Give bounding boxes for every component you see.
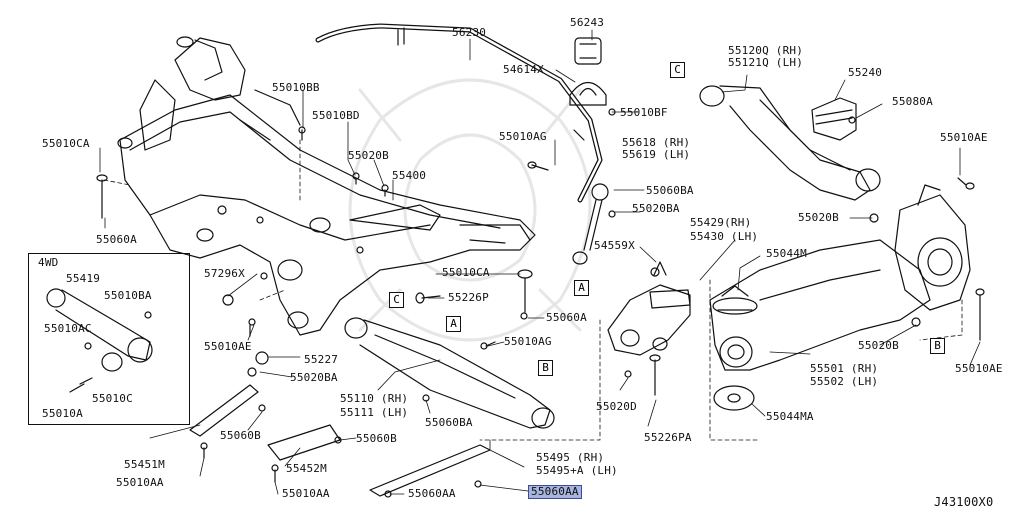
- part-label: 54614X: [503, 63, 544, 76]
- stabilizer-link: [572, 183, 609, 265]
- lower-arm: [344, 317, 555, 429]
- part-label: 55044M: [766, 247, 807, 260]
- part-label: 55451M: [124, 458, 165, 471]
- part-label: 55010CA: [42, 137, 90, 150]
- part-label: 55020B: [798, 211, 839, 224]
- part-label: 55010BD: [312, 109, 360, 122]
- part-label: 55618 (RH): [622, 136, 691, 149]
- part-label: 55060B: [220, 429, 261, 442]
- ref-box-a: A: [574, 280, 589, 296]
- part-label: 55226P: [448, 291, 489, 304]
- part-label: 55111 (LH): [340, 406, 409, 419]
- stabilizer-bar: [315, 23, 603, 203]
- part-label: 55226PA: [644, 431, 692, 444]
- part-label: 55010AE: [940, 131, 988, 144]
- part-label: 55020BA: [632, 202, 680, 215]
- part-label: 55060A: [546, 311, 587, 324]
- part-label: 55110 (RH): [340, 392, 409, 405]
- part-label: 56243: [570, 16, 605, 29]
- dashed-lines: [103, 139, 963, 441]
- part-label: 55010A: [42, 407, 83, 420]
- inset-title: 4WD: [38, 256, 59, 269]
- part-label: 55060B: [356, 432, 397, 445]
- part-label: 55502 (LH): [810, 375, 879, 388]
- ref-box-c: C: [389, 292, 404, 308]
- part-label: 55121Q (LH): [728, 56, 804, 69]
- knuckle: [894, 184, 971, 311]
- part-label: 55044MA: [766, 410, 814, 423]
- watermark-emblem: [348, 78, 592, 342]
- part-label: 55080A: [892, 95, 933, 108]
- part-label: 55010C: [92, 392, 133, 405]
- ref-box-a: A: [446, 316, 461, 332]
- highlighted-part-label[interactable]: 55060AA: [528, 485, 582, 499]
- part-label: 55429(RH): [690, 216, 752, 229]
- four-wd-inset: [28, 253, 190, 425]
- leader-lines: [99, 29, 981, 495]
- part-label: 55010AC: [44, 322, 92, 335]
- inset-link: [46, 288, 153, 393]
- ref-box-c: C: [670, 62, 685, 78]
- part-label: 55495 (RH): [536, 451, 605, 464]
- toe-link: [607, 261, 691, 356]
- part-label: 55010AA: [116, 476, 164, 489]
- part-label: 55020D: [596, 400, 637, 413]
- part-label: 55060AA: [408, 487, 456, 500]
- part-label: 55430 (LH): [690, 230, 759, 243]
- lower-link: [709, 239, 931, 371]
- part-label: 55060BA: [425, 416, 473, 429]
- subframe-member: [117, 36, 536, 336]
- part-label: 55010BA: [104, 289, 152, 302]
- part-label: 55452M: [286, 462, 327, 475]
- part-label: 55010BF: [620, 106, 668, 119]
- part-label: 55010CA: [442, 266, 490, 279]
- part-label: 55010AA: [282, 487, 330, 500]
- part-label: 55619 (LH): [622, 148, 691, 161]
- spring-seat: [712, 285, 758, 411]
- part-label: 55419: [66, 272, 101, 285]
- part-label: 55120Q (RH): [728, 44, 804, 57]
- part-label: 55227: [304, 353, 339, 366]
- part-label: 55020B: [348, 149, 389, 162]
- ref-box-b: B: [930, 338, 945, 354]
- fasteners: [84, 108, 985, 498]
- part-label: 55010AE: [955, 362, 1003, 375]
- ref-box-b: B: [538, 360, 553, 376]
- part-label: 55240: [848, 66, 883, 79]
- part-label: 56230: [452, 26, 487, 39]
- stabilizer-bushing: [569, 37, 607, 106]
- part-label: 55010AG: [499, 130, 547, 143]
- part-label: 55020B: [858, 339, 899, 352]
- part-label: 55010AE: [204, 340, 252, 353]
- diagram-code: J43100X0: [934, 495, 994, 509]
- part-label: 55400: [392, 169, 427, 182]
- upper-link: [699, 85, 881, 201]
- part-label: 55495+A (LH): [536, 464, 618, 477]
- part-label: 55010BB: [272, 81, 320, 94]
- part-label: 55010AG: [504, 335, 552, 348]
- part-label: 55020BA: [290, 371, 338, 384]
- part-label: 54559X: [594, 239, 635, 252]
- part-label: 57296X: [204, 267, 245, 280]
- part-label: 55501 (RH): [810, 362, 879, 375]
- part-label: 55060A: [96, 233, 137, 246]
- part-label: 55060BA: [646, 184, 694, 197]
